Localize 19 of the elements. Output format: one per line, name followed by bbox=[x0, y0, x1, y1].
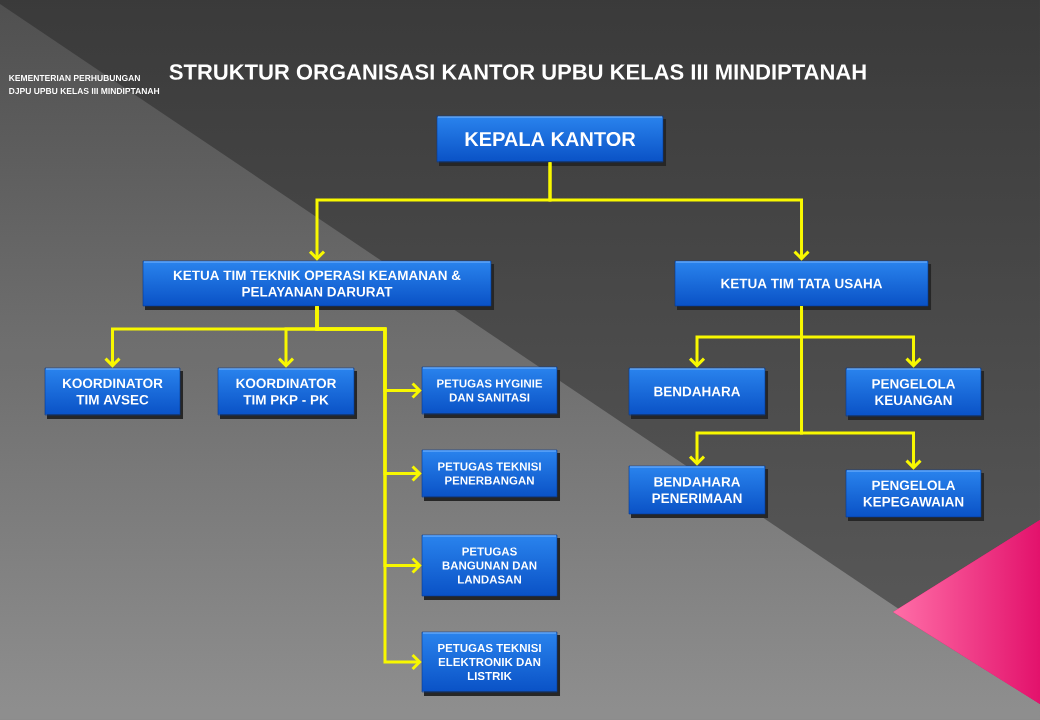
org-box: PETUGAS BANGUNAN DAN LANDASAN bbox=[421, 534, 560, 600]
org-box: BENDAHARA bbox=[628, 367, 768, 419]
letterhead-text: DJPU UPBU KELAS III MINDIPTANAH bbox=[9, 88, 160, 94]
connector-arrow bbox=[800, 306, 922, 470]
org-box: PETUGAS TEKNISI PENERBANGAN bbox=[421, 449, 560, 501]
org-box: PETUGAS TEKNISI ELEKTRONIK DAN LISTRIK bbox=[421, 631, 560, 696]
org-box: KOORDINATOR TIM PKP - PK bbox=[217, 367, 357, 419]
title: STRUKTUR ORGANISASI KANTOR UPBU KELAS III MINDIPTANAH bbox=[169, 64, 866, 80]
connector-arrow bbox=[315, 306, 422, 671]
org-box: KEPALA KANTOR bbox=[436, 115, 666, 166]
org-box: KETUA TIM TATA USAHA bbox=[674, 260, 931, 310]
org-box: KETUA TIM TEKNIK OPERASI KEAMANAN & PELAYANAN DARURAT bbox=[142, 260, 494, 310]
org-box: PENGELOLA KEPEGAWAIAN bbox=[845, 469, 984, 521]
connector-arrow bbox=[548, 162, 810, 261]
org-box: KOORDINATOR TIM AVSEC bbox=[44, 367, 183, 419]
org-box: PETUGAS HYGINIE DAN SANITASI bbox=[421, 366, 560, 418]
org-box: BENDAHARA PENERIMAAN bbox=[628, 465, 768, 518]
letterhead-text: KEMENTERIAN PERHUBUNGAN bbox=[9, 75, 140, 81]
org-box: PENGELOLA KEUANGAN bbox=[845, 367, 984, 420]
